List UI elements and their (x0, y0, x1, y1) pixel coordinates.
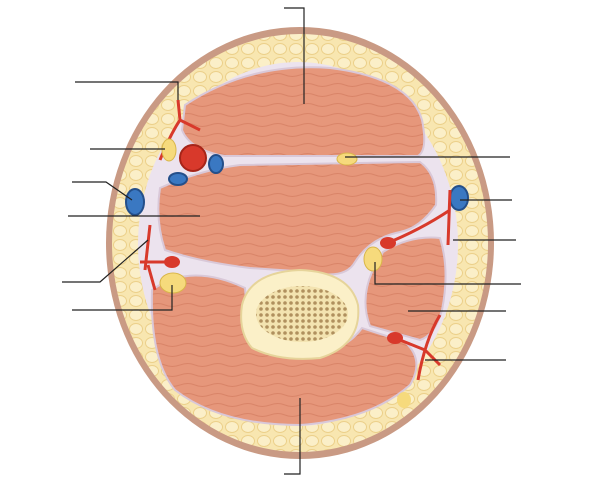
leader-line (72, 285, 173, 311)
anterior-muscle-top (180, 66, 426, 157)
femoral-neurovascular-bundle (158, 99, 224, 186)
lateral-vein (449, 185, 469, 211)
lateral-vessels (363, 189, 452, 272)
anterior-muscle-large (157, 160, 438, 276)
leader-line (62, 239, 149, 283)
leader-line (72, 181, 133, 201)
leader-line (284, 7, 305, 104)
posterior-vessels (387, 314, 442, 408)
medial-muscle (364, 236, 447, 342)
leader-line (284, 398, 301, 475)
nerve-anterior (336, 152, 358, 166)
leader-line (75, 81, 179, 100)
leader-line (374, 262, 521, 285)
great-saphenous-vein (125, 188, 145, 216)
medial-vessels (140, 224, 187, 294)
femur-marrow (256, 286, 348, 342)
leader-lines (62, 7, 521, 475)
